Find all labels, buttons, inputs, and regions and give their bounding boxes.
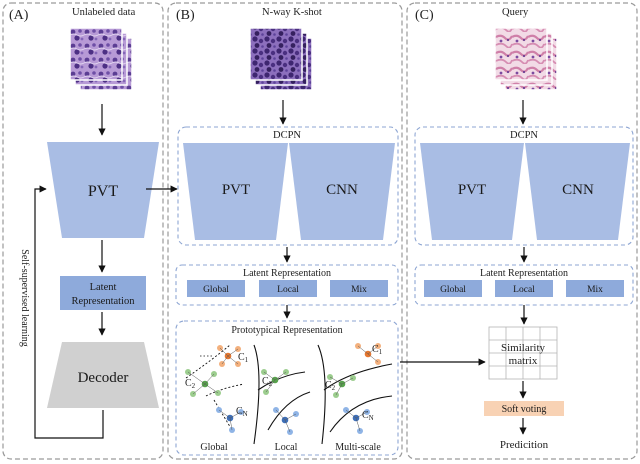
pvt-encoder-c <box>420 143 524 240</box>
latent-global-c-label: Global <box>440 285 466 295</box>
pvt-encoder-b <box>183 143 288 240</box>
latent-a-line2: Representation <box>72 296 136 307</box>
latent-frame-b <box>175 264 399 306</box>
latent-title-b: Latent Representation <box>243 268 331 279</box>
similarity-matrix-grid <box>488 326 558 380</box>
pvt-encoder-a <box>47 142 159 238</box>
class-c1-label: C1 <box>238 352 249 364</box>
similarity-line2: matrix <box>509 355 538 367</box>
panel-a-title: Unlabeled data <box>72 7 136 18</box>
latent-mix-b <box>330 280 388 297</box>
cnn-c-label: CNN <box>562 182 594 198</box>
latent-local-b-label: Local <box>277 285 299 295</box>
latent-local-c-label: Local <box>513 285 535 295</box>
latent-mix-c-label: Mix <box>587 285 603 295</box>
latent-local-c <box>495 280 553 297</box>
panel-c-letter: (C) <box>415 8 434 23</box>
latent-global-b <box>187 280 245 297</box>
latent-mix-b-label: Mix <box>351 285 367 295</box>
dcpn-title-b: DCPN <box>273 130 301 141</box>
pvt-encoder-a-label: PVT <box>88 183 118 200</box>
panel-b-frame <box>167 2 403 460</box>
class-c1-label-local: C2 <box>262 376 273 388</box>
proto-frame <box>175 320 399 456</box>
latent-global-c <box>424 280 482 297</box>
class-c1-label-multi: C1 <box>372 344 383 356</box>
similarity-line1: Similarity <box>501 342 546 354</box>
class-cn-label-multi: CN <box>362 410 374 422</box>
pvt-b-label: PVT <box>222 182 250 198</box>
dcpn-frame-b <box>177 126 399 246</box>
latent-mix-c <box>566 280 624 297</box>
query-image-stack <box>494 27 558 91</box>
soft-voting-label: Soft voting <box>502 404 547 415</box>
self-supervised-label: Self-supervised learning <box>19 249 30 346</box>
dcpn-frame-c <box>414 126 634 246</box>
support-image-stack <box>249 27 313 91</box>
cnn-b-label: CNN <box>326 182 358 198</box>
proto-title: Prototypical Representation <box>231 325 342 336</box>
proto-local-label: Local <box>275 442 298 453</box>
unlabeled-image-stack <box>69 27 133 91</box>
class-c2-label-multi: C2 <box>325 380 336 392</box>
proto-global-label: Global <box>200 442 227 453</box>
decoder-label: Decoder <box>78 370 129 386</box>
panel-c-frame <box>406 2 638 460</box>
proto-global-panel <box>185 344 245 433</box>
latent-representation-a <box>60 276 146 310</box>
latent-local-b <box>259 280 317 297</box>
cnn-encoder-b <box>289 143 395 240</box>
class-c2-label: C2 <box>185 378 196 390</box>
panel-c-title: Query <box>502 7 529 18</box>
self-supervised-loop-arrow <box>34 185 104 439</box>
decoder-block <box>47 342 159 408</box>
panel-b-title: N-way K-shot <box>262 7 322 18</box>
proto-local-panel <box>217 344 311 445</box>
panel-a-frame <box>2 2 164 460</box>
soft-voting-box <box>484 401 564 416</box>
cnn-encoder-c <box>525 143 630 240</box>
prediction-label: Predicition <box>500 439 549 451</box>
latent-title-c: Latent Representation <box>480 268 568 279</box>
pvt-c-label: PVT <box>458 182 486 198</box>
proto-multiscale-panel <box>317 343 393 445</box>
class-cn-label: CN <box>236 406 248 418</box>
latent-a-line1: Latent <box>90 282 117 293</box>
latent-global-b-label: Global <box>203 285 229 295</box>
proto-multiscale-label: Multi-scale <box>335 442 381 453</box>
panel-b-letter: (B) <box>176 8 195 23</box>
dcpn-title-c: DCPN <box>510 130 538 141</box>
panel-a-letter: (A) <box>9 8 29 23</box>
